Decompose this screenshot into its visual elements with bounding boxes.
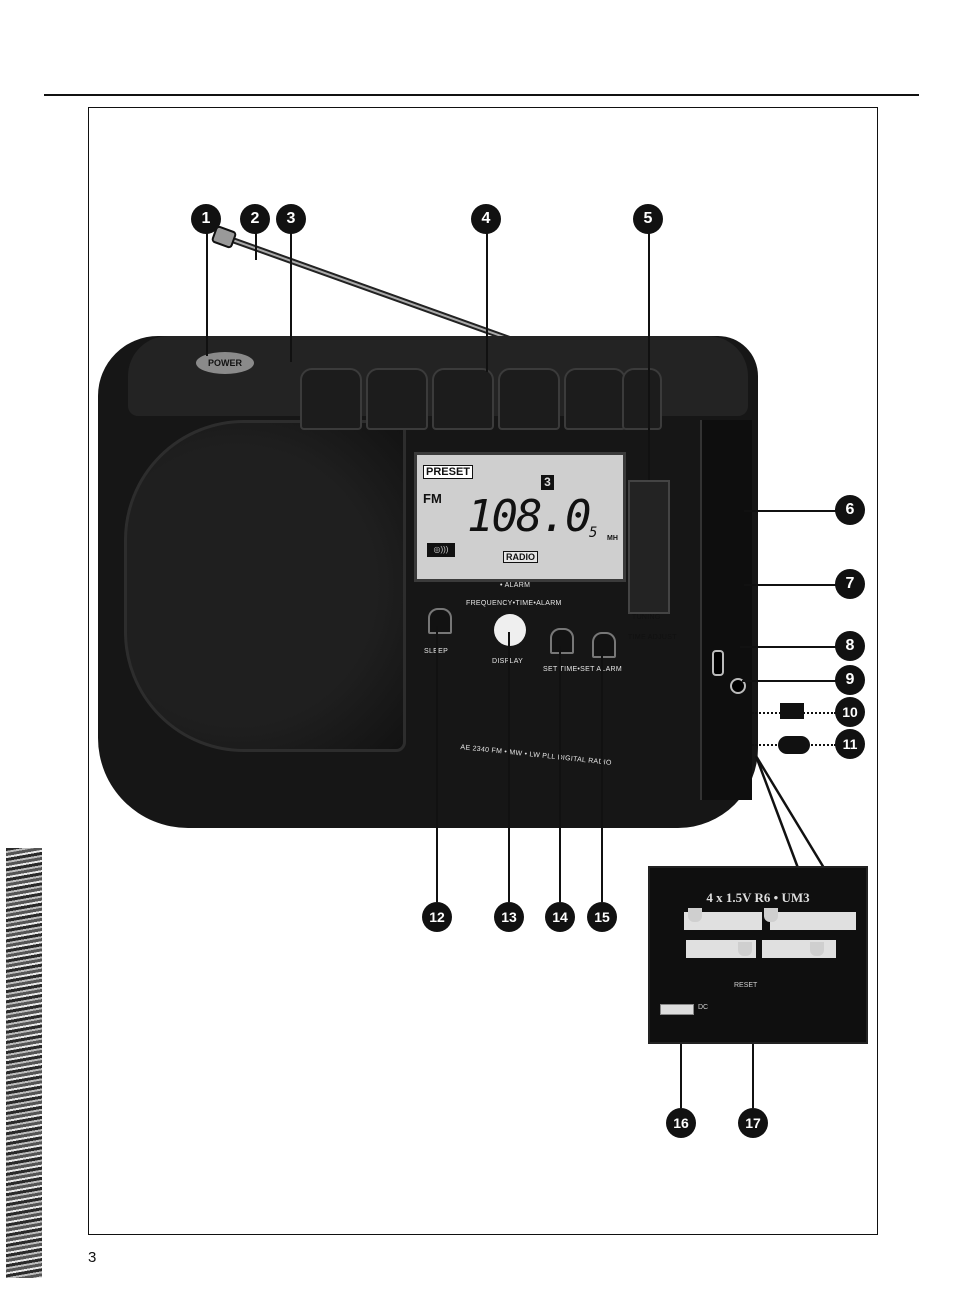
figure-frame	[88, 107, 878, 1235]
leader-line	[744, 510, 836, 512]
sound-icon: ◎)))	[427, 543, 455, 557]
lcd-display: PRESET 3 FM 108.0 5 MH ◎))) RADIO	[414, 452, 626, 582]
set-time-alarm-label: SET TIME•SET ALARM	[543, 666, 623, 673]
leader-line	[601, 650, 603, 902]
battery-cell	[684, 912, 762, 930]
top-rule	[44, 94, 919, 96]
callout-15: 15	[587, 902, 617, 932]
dc-plug-symbol	[780, 703, 804, 719]
callout-6: 6	[835, 495, 865, 525]
frequency-time-alarm-label: FREQUENCY•TIME•ALARM	[466, 600, 562, 607]
callout-10: 10	[835, 697, 865, 727]
callout-4: 4	[471, 204, 501, 234]
reset-label: RESET	[734, 982, 758, 989]
callout-17: 17	[738, 1108, 768, 1138]
radio-side-panel	[700, 420, 752, 800]
set-time-button	[550, 628, 574, 654]
sleep-label: SLEEP	[424, 648, 448, 655]
leader-line	[648, 232, 650, 480]
dc-input-jack	[712, 650, 724, 676]
leader-line	[290, 232, 292, 362]
time-adjust-label: TIME ADJUST	[628, 634, 677, 641]
switch-label: DC	[698, 1004, 709, 1011]
inset-pointer-lines	[754, 755, 826, 869]
lcd-frequency-sub: 5	[589, 525, 598, 541]
callout-13: 13	[494, 902, 524, 932]
preset-key	[366, 368, 428, 430]
leader-line	[255, 232, 257, 260]
display-label: DISPLAY	[492, 658, 523, 665]
dc-switch	[660, 1004, 694, 1015]
scan-edge-artifact	[6, 848, 42, 1278]
headphone-jack	[730, 678, 746, 694]
leader-line	[436, 626, 438, 902]
callout-16: 16	[666, 1108, 696, 1138]
leader-line	[559, 646, 561, 902]
battery-cell	[770, 912, 856, 930]
lcd-mode-badge: RADIO	[503, 551, 538, 563]
leader-line	[744, 584, 836, 586]
battery-contact	[738, 942, 752, 956]
tuning-label: TUNING	[632, 614, 661, 621]
battery-contact	[688, 908, 702, 922]
alarm-indicator-label: • ALARM	[500, 582, 531, 589]
sleep-button	[428, 608, 452, 634]
page-number: 3	[88, 1249, 97, 1266]
callout-9: 9	[835, 665, 865, 695]
set-alarm-button	[592, 632, 616, 658]
callout-1: 1	[191, 204, 221, 234]
lcd-channel: 3	[541, 475, 554, 490]
callout-8: 8	[835, 631, 865, 661]
leader-line	[206, 232, 208, 356]
callout-5: 5	[633, 204, 663, 234]
leader-line	[742, 680, 836, 682]
leader-line	[486, 232, 488, 372]
preset-key	[300, 368, 362, 430]
callout-11: 11	[835, 729, 865, 759]
battery-contact	[764, 908, 778, 922]
battery-spec-text: 4 x 1.5V R6 • UM3	[706, 890, 810, 905]
leader-line	[752, 998, 754, 1108]
battery-contact	[810, 942, 824, 956]
preset-key	[432, 368, 494, 430]
lcd-frequency: 108.0	[467, 491, 591, 542]
lcd-band: FM	[423, 491, 442, 506]
preset-key	[498, 368, 560, 430]
callout-12: 12	[422, 902, 452, 932]
speaker-grille	[124, 420, 406, 752]
lcd-preset-badge: PRESET	[423, 465, 474, 479]
battery-cell	[762, 940, 836, 958]
callout-3: 3	[276, 204, 306, 234]
ac-plug-symbol	[778, 736, 810, 754]
tuning-window	[628, 480, 670, 614]
display-button	[494, 614, 526, 646]
callout-2: 2	[240, 204, 270, 234]
callout-7: 7	[835, 569, 865, 599]
preset-key	[564, 368, 626, 430]
lcd-unit: MH	[607, 535, 618, 542]
leader-line	[740, 646, 836, 648]
power-button: POWER	[196, 352, 254, 374]
leader-line	[680, 1010, 682, 1108]
preset-key	[622, 368, 662, 430]
leader-line	[508, 632, 510, 902]
callout-14: 14	[545, 902, 575, 932]
